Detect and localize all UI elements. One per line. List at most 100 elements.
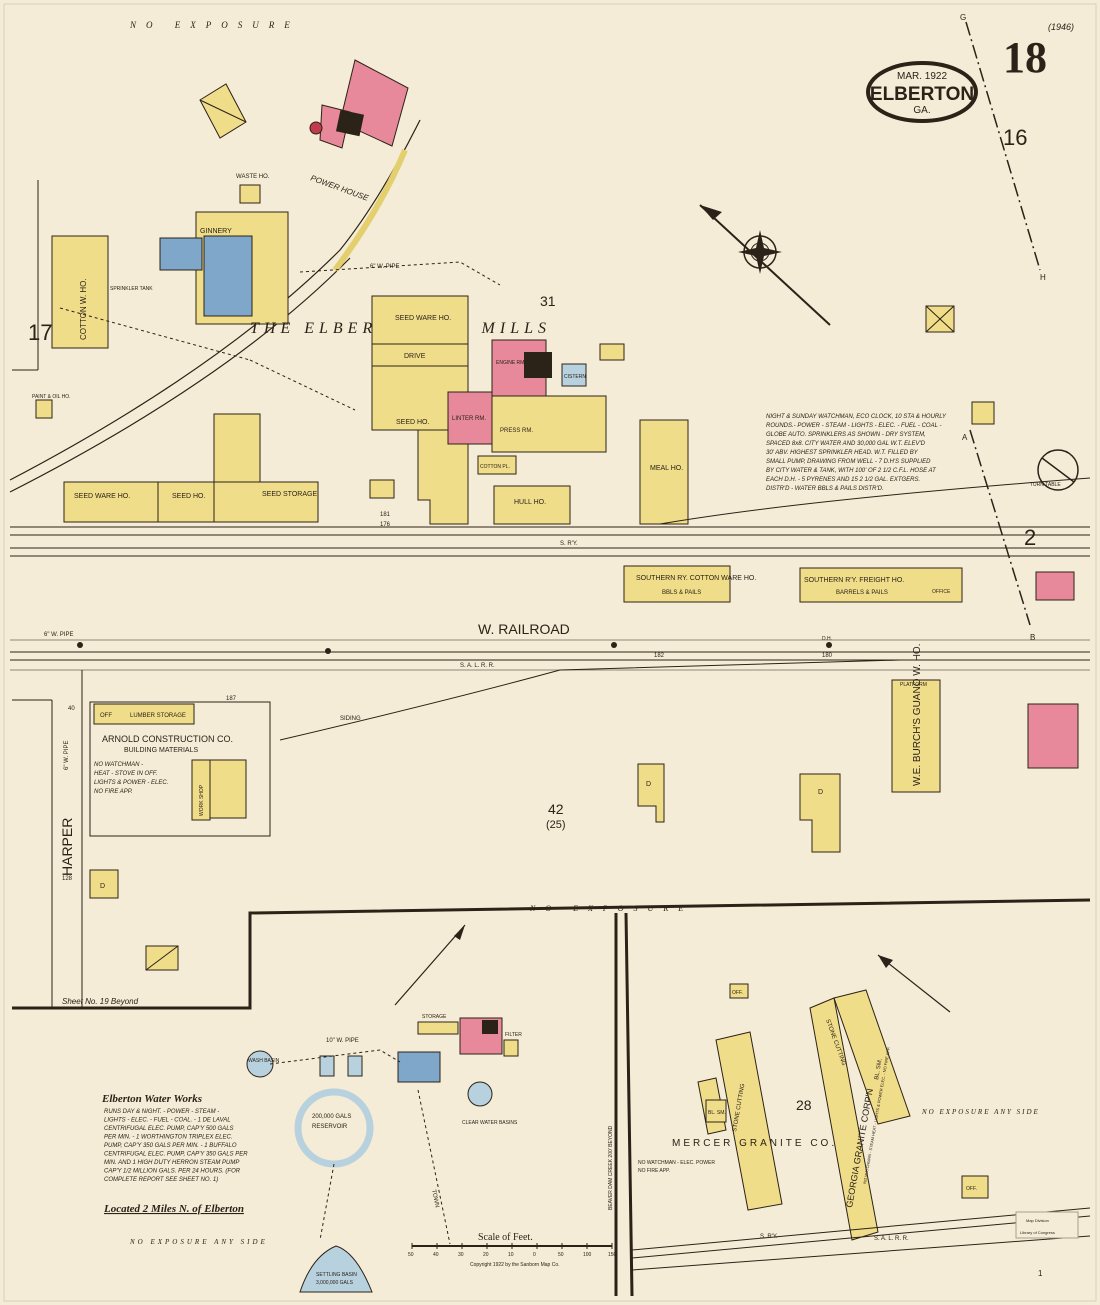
granite-track-2 [631,1215,1091,1259]
seal: MAR. 1922 ELBERTON GA. [866,61,978,123]
ww-located: Located 2 Miles N. of Elberton [103,1203,244,1215]
seed-storage-tall [213,413,261,483]
granite-sal: S. A. L. R. R. [874,1236,909,1242]
pipe-label-top: 6" W. PIPE [370,264,399,270]
granite-office [961,1175,989,1199]
watchman-note-line: GLOBE AUTO. SPRINKLERS AS SHOWN - DRY SY… [766,432,926,438]
small-building-right [971,401,995,425]
lumber-storage-label: LUMBER STORAGE [130,713,186,719]
corner-letter-h: H [1040,273,1046,282]
reservoir-label: RESERVOIR [312,1124,348,1130]
adjacent-sheet-left: 17 [28,320,52,345]
town-label: TOWN [430,1189,440,1208]
paint-oil-label: PAINT & OIL HO. [32,394,71,400]
copyright: Copyright 1922 by the Sanborn Map Co. [470,1262,560,1268]
ww-pipe-2 [319,1163,335,1241]
lower-seed-houses: SEED WARE HO. SEED HO. SEED STORAGE [63,413,395,523]
granite-no-exposure: NO EXPOSURE ANY SIDE [921,1108,1040,1116]
pipe-label-rail: 6" W. PIPE [44,632,73,638]
boiler-house-core [482,1020,498,1034]
mercer-blksm-label: BL. SM. [708,1110,726,1116]
vertical-split-2 [624,912,634,1297]
seed-warehouse-lower [63,481,159,523]
wash-basin-label: WASH BASIN [248,1058,280,1064]
georgia-blksm: BL. SM. [874,1058,884,1080]
library-stamp-line-1: Map Division [1026,1218,1049,1223]
siding-curve [279,659,901,741]
turn-table [1037,449,1079,491]
arnold-sub: BUILDING MATERIALS [124,747,198,754]
linter-label: LINTER RM. [452,416,486,422]
ww-pipe-1 [269,1049,401,1065]
arnold-notes: NO WATCHMAN -HEAT - STOVE IN OFF.LIGHTS … [94,762,168,795]
mercer-note-1: NO WATCHMAN - ELEC. POWER [638,1160,715,1166]
granite-track-3 [631,1235,1091,1271]
s-ry-label: S. R'Y. [560,541,578,547]
dwelling-2 [799,773,841,853]
ww-note-line: LIGHTS - ELEC. - FUEL - COAL. - 1 DE LAV… [104,1118,231,1124]
watchman-note-line: EACH D.H. - 5 PYRENES AND 15 2 1/2 GAL. … [766,477,920,483]
scale-tick-label: 20 [483,1252,489,1258]
press-label: PRESS RM. [500,428,533,434]
seal-city: ELBERTON [870,84,974,105]
scale-tick-label: 40 [433,1252,439,1258]
cistern [561,363,587,387]
ww-storage-label: STORAGE [422,1014,447,1020]
press-room [491,395,607,453]
hydrants [77,642,832,654]
seed-house-lower [157,481,215,523]
ww-north-arrow-icon [454,925,465,940]
southern-freight-house [799,567,963,603]
scale-tick-label: 10 [508,1252,514,1258]
pink-building-right-1 [1035,571,1075,601]
addr-187: 187 [226,696,237,702]
arnold-note-line: NO WATCHMAN - [94,762,143,768]
addr-40: 40 [68,706,75,712]
yellow-siding-track [332,148,408,272]
block-number-28: 28 [796,1097,812,1113]
arnold-note-line: LIGHTS & POWER - ELEC. [94,780,168,786]
scale-tick-label: 30 [458,1252,464,1258]
ww-note-line: PER MIN. - 1 WORTHINGTON TRIPLEX ELEC. [104,1135,232,1141]
waste-house-label: WASTE HO. [236,174,270,180]
sheet-boundary-line-upper [965,21,1041,271]
sheet-19-note: Sheet No. 19 Beyond [62,997,139,1006]
ww-note-line: CAP'Y 1/2 MILLION GALS. PER 24 HOURS. (F… [104,1169,241,1175]
railway-tracks [10,477,1091,741]
hydrant-icon [611,642,617,648]
granite-track-1 [631,1207,1091,1251]
reservoir-cap: 200,000 GALS [312,1114,351,1120]
granite-north-arrow [877,954,951,1013]
burch-label: W.E. BURCH'S GUANO W. HO. [912,644,923,786]
southern-cotton-sub: BBLS & PAILS [662,590,701,596]
seed-house-complex: SEED WARE HO. DRIVE SEED HO. LINTER RM. … [371,295,689,525]
boiler-block [335,109,365,137]
ww-note-line: RUNS DAY & NIGHT. - POWER - STEAM - [104,1109,219,1115]
compass-rose [699,204,831,326]
railway-curve-spur-2 [9,257,351,493]
block-number-42: 42 [548,801,564,817]
southern-freight-sub: BARRELS & PAILS [836,590,888,596]
burch-warehouse [891,679,941,793]
cotton-platform-label: COTTON PL. [480,464,510,470]
ww-note-line: COMPLETE REPORT SEE SHEET NO. 1) [104,1177,218,1183]
freight-office-label: OFFICE [932,589,951,595]
compass-north-arrow-icon [700,205,722,220]
dwelling-1 [637,763,665,823]
filter-tanks-2 [347,1055,363,1077]
arnold-note-line: NO FIRE APP. [94,789,133,795]
sal-label: S. A. L. R. R. [460,663,495,669]
granite-off-small [729,983,749,999]
hull-house-label: HULL HO. [514,499,546,506]
addr-182: 182 [654,653,665,659]
southern-cotton-label: SOUTHERN RY. COTTON WARE HO. [636,575,756,582]
siding-label: SIDING [340,716,361,722]
dwelling-3 [89,869,119,899]
seed-warehouse-label: SEED WARE HO. [395,315,451,322]
corner-letter-b: B [1030,633,1035,642]
watchman-note-line: 30' ABV. HIGHEST SPRINKLER HEAD. W.T. FI… [766,450,919,456]
top-exposure-label: NO EXPOSURE [129,20,300,30]
georgia-granite-building [809,997,879,1241]
